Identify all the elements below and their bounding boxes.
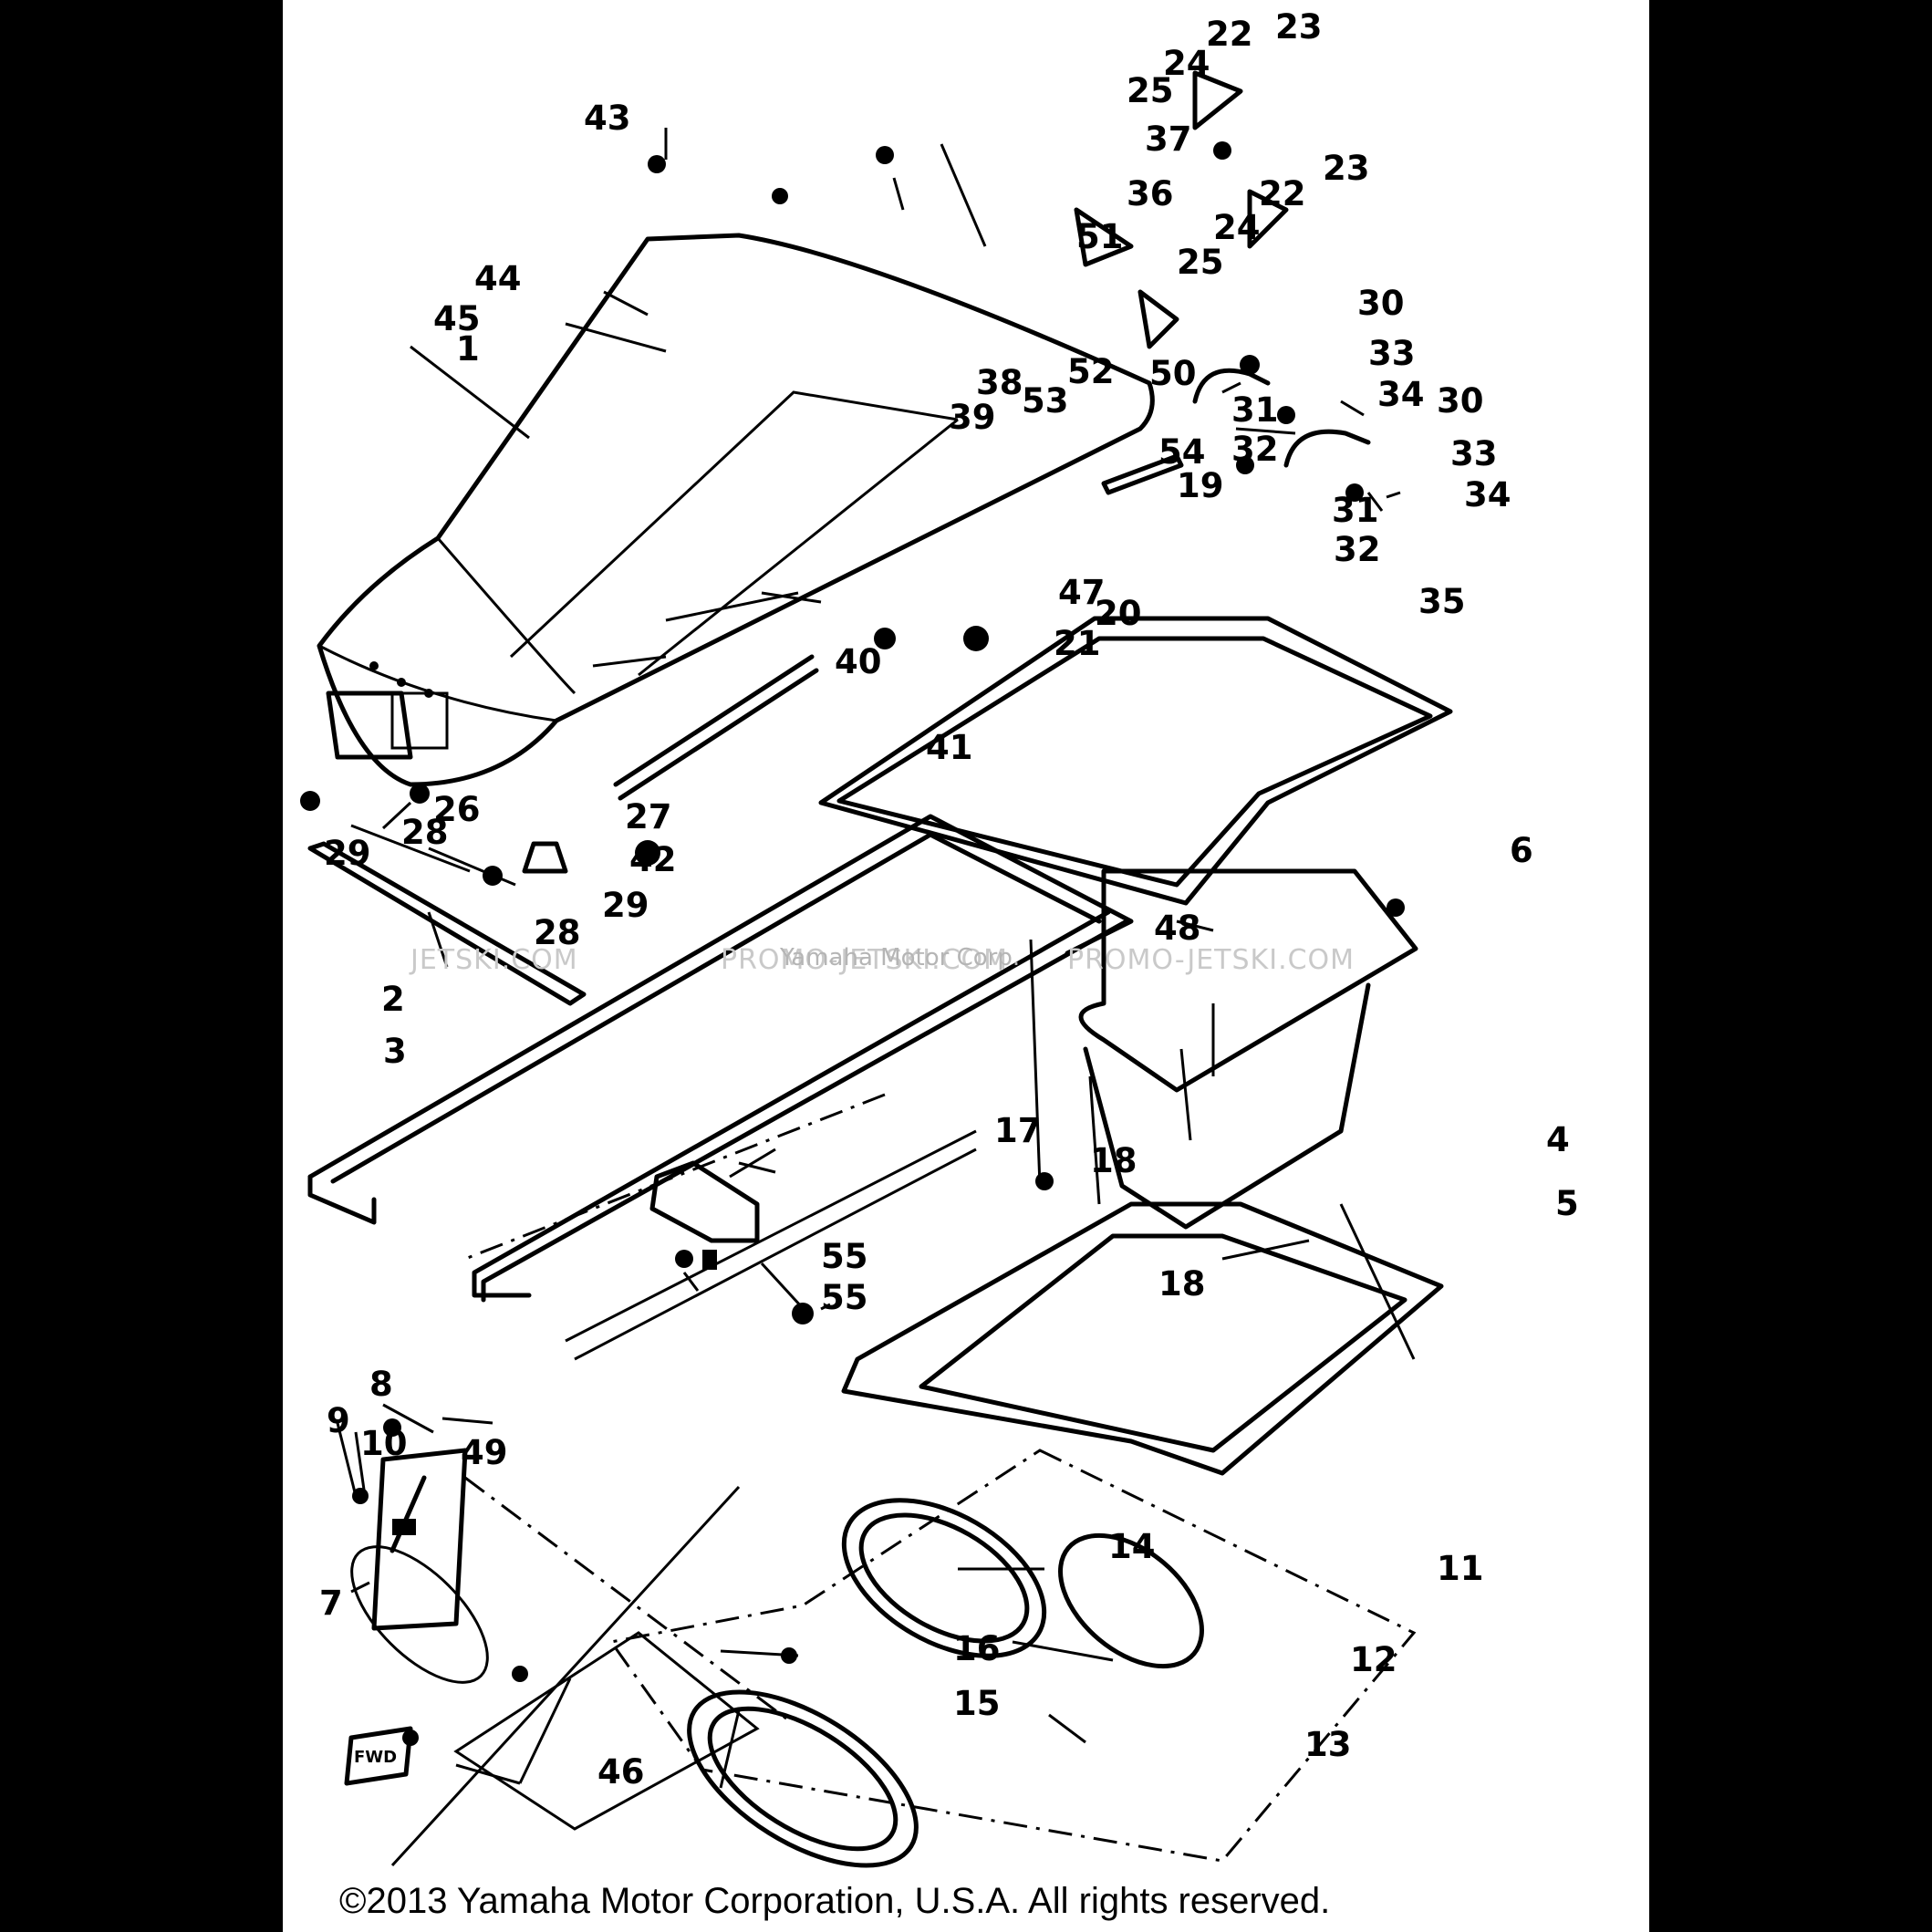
callout-29-upper: 29	[324, 834, 371, 873]
callout-13: 13	[1304, 1725, 1352, 1764]
part-7-bracket	[371, 1448, 468, 1631]
callout-46: 46	[597, 1752, 645, 1792]
callout-49: 49	[461, 1433, 508, 1472]
callout-11: 11	[1437, 1549, 1484, 1588]
callout-45: 45	[433, 299, 481, 338]
callout-32-lower: 32	[1334, 530, 1381, 569]
callout-19: 19	[1177, 466, 1224, 505]
callout-29-lower: 29	[602, 886, 649, 925]
callout-2: 2	[381, 980, 405, 1019]
callout-21: 21	[1054, 624, 1101, 663]
watermark-left: JETSKI.COM	[409, 944, 578, 976]
callout-25-lower: 25	[1177, 243, 1224, 282]
callout-27: 27	[625, 797, 672, 836]
callout-35: 35	[1418, 582, 1466, 621]
callout-38: 38	[976, 363, 1023, 402]
callout-31-lower: 31	[1332, 491, 1379, 530]
callout-44: 44	[474, 259, 522, 298]
callout-18-upper: 18	[1090, 1141, 1137, 1180]
callout-20: 20	[1095, 594, 1142, 633]
part-54-bar	[1101, 453, 1184, 495]
mounting-lines	[350, 1093, 886, 1867]
callout-7: 7	[319, 1584, 343, 1623]
callout-26: 26	[433, 790, 481, 829]
callout-12: 12	[1350, 1640, 1397, 1679]
callout-37: 37	[1145, 119, 1192, 159]
callout-34-lower: 34	[1464, 475, 1511, 514]
part-4-storage-box	[1029, 868, 1418, 1230]
callout-23-lower: 23	[1323, 149, 1370, 188]
callout-numbers: 1 2 3 4 5 6 7 8 9 10 11 12 13 14 15 16 1…	[319, 7, 1579, 1792]
callout-53: 53	[1022, 381, 1069, 421]
diagram-sheet: FWD	[283, 0, 1649, 1932]
callout-36: 36	[1127, 174, 1174, 213]
callout-40: 40	[835, 642, 882, 681]
exploded-parts-diagram: FWD	[300, 7, 1579, 1921]
watermarks: JETSKI.COM PROMO-JETSKI.COM PROMO-JETSKI…	[409, 944, 1355, 976]
callout-50: 50	[1149, 354, 1197, 393]
callout-6: 6	[1510, 831, 1533, 870]
callout-30-upper: 30	[1357, 284, 1405, 323]
callout-24-lower: 24	[1213, 208, 1261, 247]
part-11-assembly	[608, 1449, 1417, 1868]
callout-15: 15	[953, 1684, 1001, 1723]
callout-5: 5	[1555, 1184, 1579, 1223]
leader-lines	[336, 128, 1416, 1789]
callout-1: 1	[456, 329, 480, 369]
watermark-mid: PROMO-JETSKI.COM	[721, 944, 1008, 976]
callout-22-upper: 22	[1206, 15, 1253, 54]
callout-8: 8	[369, 1365, 393, 1404]
callout-18-lower: 18	[1158, 1264, 1206, 1304]
callout-32-upper: 32	[1231, 430, 1279, 469]
callout-25-upper: 25	[1127, 71, 1174, 110]
part-5-gasket-plate	[841, 1201, 1444, 1476]
callout-42: 42	[629, 840, 677, 879]
callout-55-upper: 55	[821, 1237, 868, 1276]
part-2-strip	[307, 841, 587, 1006]
callout-28-upper: 28	[401, 813, 449, 852]
callout-17: 17	[994, 1111, 1042, 1150]
fwd-tag: FWD	[344, 1726, 413, 1786]
callout-23-upper: 23	[1275, 7, 1323, 47]
callout-30-lower: 30	[1437, 381, 1484, 421]
callout-3: 3	[383, 1032, 407, 1071]
callout-54: 54	[1158, 432, 1206, 472]
fwd-label: FWD	[354, 1748, 397, 1767]
callout-33-upper: 33	[1368, 334, 1416, 373]
callout-31-upper: 31	[1231, 390, 1279, 430]
callout-14: 14	[1108, 1527, 1156, 1566]
callout-41: 41	[926, 728, 973, 767]
watermark-right: PROMO-JETSKI.COM	[1067, 944, 1355, 976]
callout-10: 10	[360, 1424, 408, 1463]
part-3-gasket	[307, 814, 1134, 1303]
latch-hardware	[1074, 70, 1289, 349]
callout-52: 52	[1067, 352, 1115, 391]
callout-28-lower: 28	[534, 913, 581, 952]
part-46-plate	[453, 1631, 760, 1831]
copyright-notice: ©2013 Yamaha Motor Corporation, U.S.A. A…	[339, 1881, 1330, 1921]
callout-34-upper: 34	[1377, 375, 1425, 414]
callout-51: 51	[1076, 217, 1124, 256]
callout-9: 9	[327, 1401, 350, 1440]
watermark-overlay: Yamaha Motor Corp.	[779, 944, 1020, 971]
callout-33-lower: 33	[1450, 434, 1498, 473]
callout-22-lower: 22	[1259, 174, 1306, 213]
callout-48: 48	[1154, 909, 1201, 948]
callout-16: 16	[953, 1629, 1001, 1668]
callout-39: 39	[949, 398, 996, 437]
callout-43: 43	[584, 99, 631, 138]
callout-55-lower: 55	[821, 1278, 868, 1317]
callout-47: 47	[1058, 573, 1106, 612]
part-41-rod	[613, 654, 819, 801]
part-17-bracket	[565, 1129, 977, 1361]
callout-24-upper: 24	[1163, 44, 1210, 83]
callout-4: 4	[1546, 1120, 1570, 1159]
part-35-hatch-frame	[818, 616, 1453, 906]
part-1-hood	[317, 233, 1155, 787]
